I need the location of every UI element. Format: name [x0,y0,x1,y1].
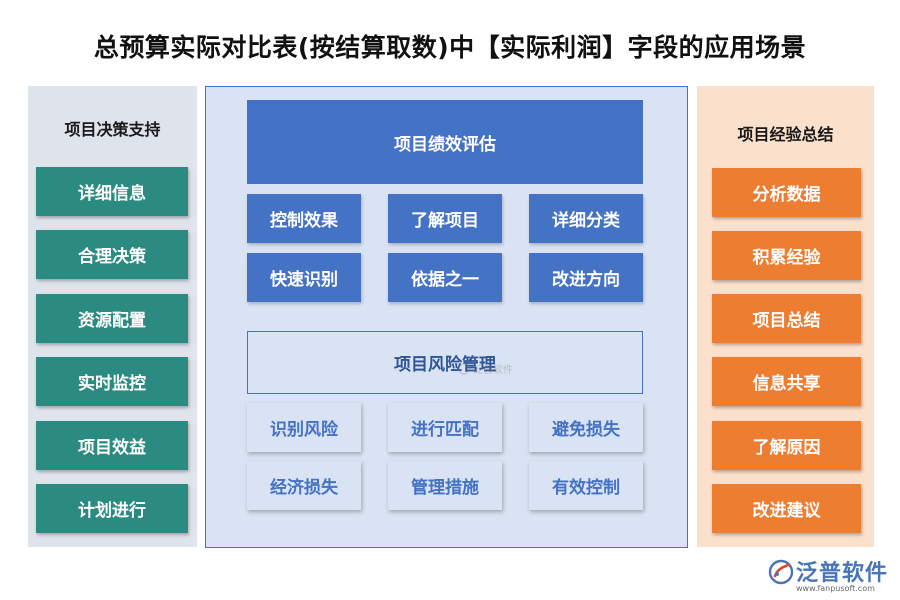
experience-summary-title: 项目经验总结 [737,125,834,144]
decision-item: 详细信息 [36,167,188,216]
performance-evaluation-header: 项目绩效评估 [247,100,643,184]
risk-management-header: 项目风险管理 [247,331,643,394]
watermark-logo-icon [458,362,470,375]
performance-item: 改进方向 [529,253,643,302]
risk-item: 管理措施 [388,461,502,510]
decision-item: 计划进行 [36,484,188,533]
risk-item: 经济损失 [247,461,361,510]
experience-summary-panel: 项目经验总结 分析数据 积累经验 项目总结 信息共享 了解原因 改进建议 [697,86,874,547]
decision-item: 资源配置 [36,294,188,343]
watermark-text: 泛普软件 [473,365,513,376]
evaluation-panel: 项目绩效评估 控制效果 了解项目 详细分类 快速识别 依据之一 改进方向 项目风… [205,86,688,548]
decision-support-panel: 项目决策支持 详细信息 合理决策 资源配置 实时监控 项目效益 计划进行 [28,86,197,547]
logo-name: 泛普软件 [796,561,889,586]
experience-item: 项目总结 [712,294,861,343]
performance-item: 依据之一 [388,253,502,302]
logo-url: www.fanpusoft.com [796,584,875,593]
experience-item: 分析数据 [712,168,861,217]
risk-item: 避免损失 [529,403,643,452]
experience-item: 积累经验 [712,231,861,280]
performance-item: 快速识别 [247,253,361,302]
risk-item: 进行匹配 [388,403,502,452]
decision-support-title: 项目决策支持 [64,120,161,139]
risk-item: 识别风险 [247,403,361,452]
decision-item: 项目效益 [36,421,188,470]
experience-item: 改进建议 [712,484,861,533]
fanpu-logo-icon [768,559,794,585]
performance-item: 控制效果 [247,194,361,243]
fanpu-logo: 泛普软件 www.fanpusoft.com [768,555,893,597]
page-title: 总预算实际对比表(按结算取数)中【实际利润】字段的应用场景 [93,33,807,62]
risk-item: 有效控制 [529,461,643,510]
decision-item: 合理决策 [36,230,188,279]
decision-item: 实时监控 [36,357,188,406]
performance-item: 详细分类 [529,194,643,243]
performance-item: 了解项目 [388,194,502,243]
experience-item: 信息共享 [712,357,861,406]
watermark: 泛普软件 [458,361,513,376]
experience-item: 了解原因 [712,421,861,470]
